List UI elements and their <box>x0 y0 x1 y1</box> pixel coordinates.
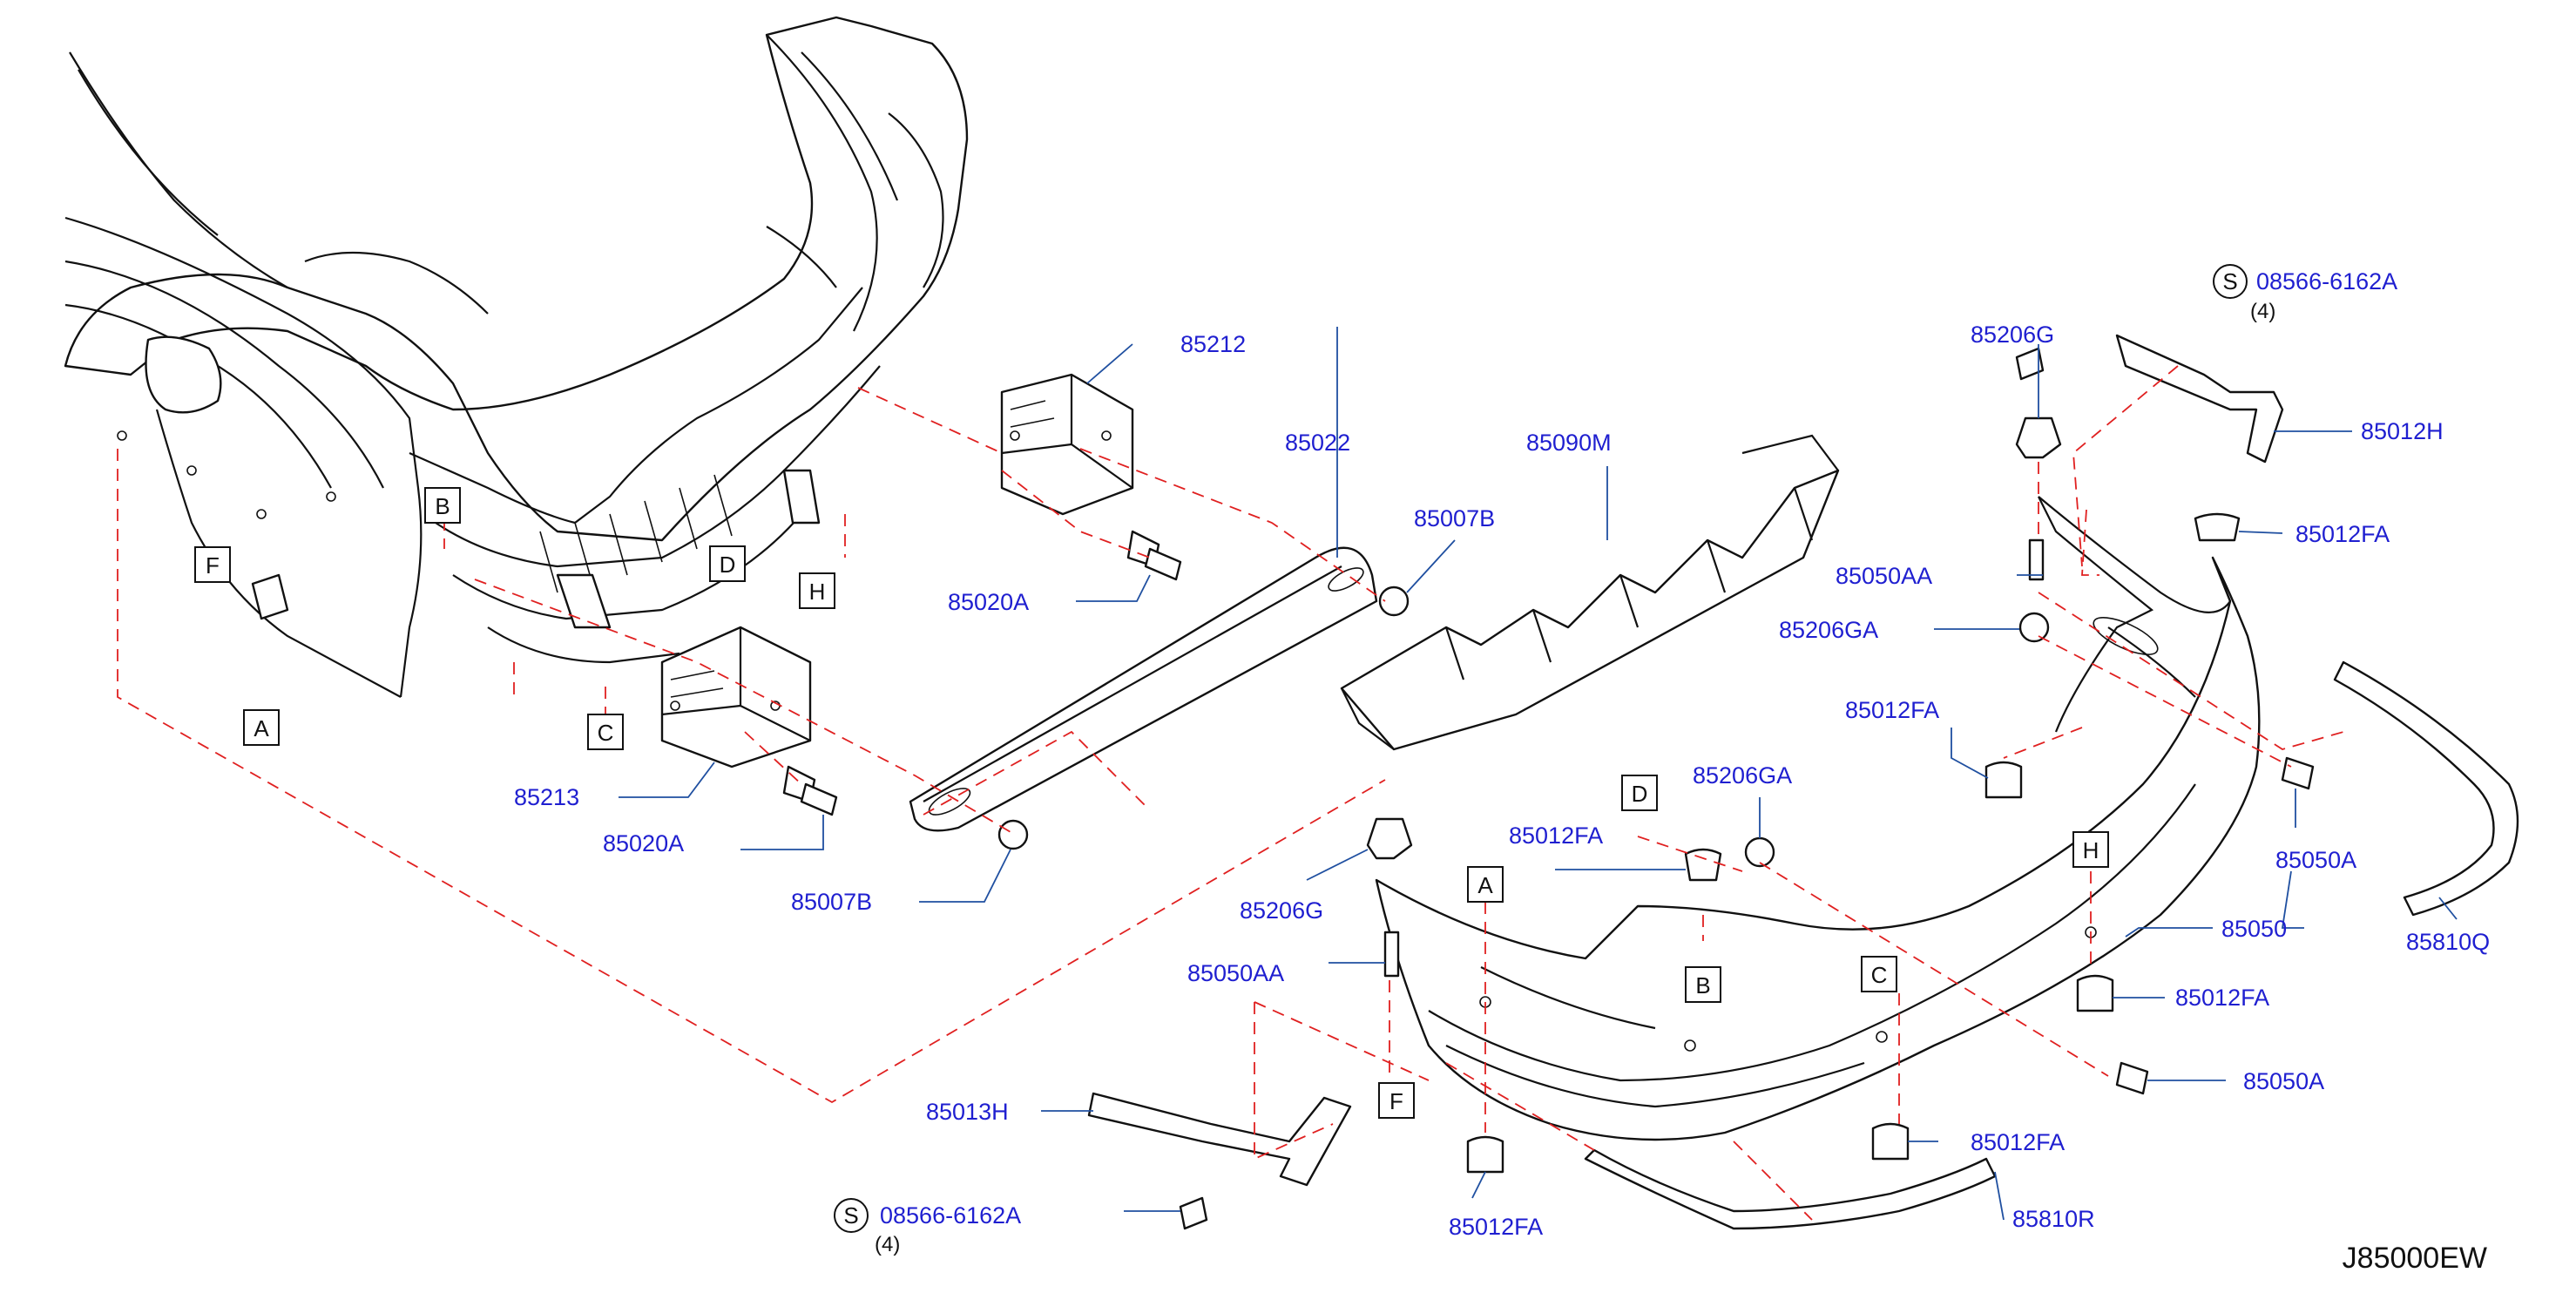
svg-text:S: S <box>2222 268 2237 294</box>
s-circle-icon <box>2213 264 2248 299</box>
callout-85090M: 85090M <box>1526 430 1612 456</box>
ref-box-F-left: F <box>194 546 231 583</box>
reinforcement-beam <box>909 546 1378 832</box>
callout-85020A-lower: 85020A <box>603 830 684 856</box>
svg-text:B: B <box>435 493 450 519</box>
ref-box-B-left: B <box>424 487 461 524</box>
ref-box-C-left: C <box>587 714 624 750</box>
callout-85810R: 85810R <box>2012 1206 2095 1232</box>
svg-text:F: F <box>1389 1088 1403 1114</box>
callout-85012FA-6: 85012FA <box>1449 1214 1543 1240</box>
nut-85007B-upper <box>1378 586 1410 617</box>
svg-text:D: D <box>720 552 736 578</box>
callout-85012FA-3: 85012FA <box>1509 823 1603 849</box>
grommet-85206GA-lower <box>1744 836 1775 868</box>
callout-85012H: 85012H <box>2361 418 2444 444</box>
callout-85810Q: 85810Q <box>2406 929 2490 955</box>
push-clip-85012FA-6 <box>1466 1135 1504 1174</box>
callout-85022: 85022 <box>1285 430 1350 456</box>
bolt-85050A-upper <box>2281 756 2315 790</box>
ref-box-A-left: A <box>243 709 280 746</box>
fasteners <box>782 347 2315 1230</box>
ref-box-H-right: H <box>2072 831 2109 868</box>
callout-85206G-lower: 85206G <box>1240 897 1323 924</box>
svg-text:08566-6162A: 08566-6162A <box>880 1202 1021 1229</box>
clip-85206G-upper <box>2015 416 2062 459</box>
callout-85206G-upper: 85206G <box>1971 322 2054 348</box>
callout-85050AA-upper: 85050AA <box>1836 563 1932 589</box>
assembly-lines <box>117 365 2344 1221</box>
svg-text:08566-6162A: 08566-6162A <box>2256 268 2397 294</box>
callout-85213: 85213 <box>514 784 579 810</box>
callout-85007B-upper: 85007B <box>1414 505 1495 531</box>
side-bracket-85012H <box>2115 334 2284 464</box>
svg-text:H: H <box>809 579 826 605</box>
part-callouts: 85212 85022 85090M 85007B 85020A 85213 8… <box>514 322 2490 1240</box>
callout-85012FA-5: 85012FA <box>1971 1129 2065 1155</box>
callout-85050A-lower: 85050A <box>2243 1068 2324 1094</box>
callout-85007B-lower: 85007B <box>791 889 872 915</box>
rear-body-structure <box>64 16 969 698</box>
ref-box-C-right: C <box>1861 956 1897 992</box>
callout-85012FA-1: 85012FA <box>2295 521 2390 547</box>
side-bracket-85013H <box>1087 1092 1352 1187</box>
svg-text:(4): (4) <box>875 1233 900 1256</box>
callout-85050A-upper: 85050A <box>2275 847 2356 873</box>
ref-box-D-left: D <box>709 545 746 582</box>
screw-85050AA-lower <box>1383 931 1400 978</box>
svg-text:B: B <box>1695 972 1710 999</box>
s-circle-icon <box>834 1198 869 1233</box>
svg-text:(4): (4) <box>2250 300 2275 323</box>
rear-bumper-fascia <box>1375 496 2261 1141</box>
s-callout-lower: S 08566-6162A (4) <box>834 1198 1021 1256</box>
grommet-85206GA-upper <box>2018 612 2050 643</box>
bumper-bracket-upper <box>1000 373 1134 516</box>
callout-85020A-upper: 85020A <box>948 589 1029 615</box>
diagram-code: J85000EW <box>2343 1242 2487 1275</box>
svg-text:H: H <box>2083 837 2099 863</box>
ref-box-B-right: B <box>1685 966 1721 1003</box>
ref-box-A-right: A <box>1467 866 1504 903</box>
push-clip-85012FA-1 <box>2194 512 2241 542</box>
svg-text:C: C <box>598 720 614 746</box>
ref-box-H-left: H <box>799 572 835 609</box>
push-clip-85012FA-5 <box>1871 1122 1910 1161</box>
callout-85013H: 85013H <box>926 1099 1009 1125</box>
callout-85050AA-lower: 85050AA <box>1187 960 1284 986</box>
svg-text:A: A <box>254 715 269 741</box>
svg-text:S: S <box>843 1202 858 1229</box>
bolt-85020A-upper <box>1126 530 1182 581</box>
callout-85012FA-4: 85012FA <box>2175 985 2269 1011</box>
s-bolt-upper <box>2015 347 2045 381</box>
reflector-strip-left <box>1584 1148 1997 1230</box>
callout-85050: 85050 <box>2221 916 2287 942</box>
push-clip-85012FA-2 <box>1984 761 2023 799</box>
callout-85206GA-upper: 85206GA <box>1779 617 1878 643</box>
ref-box-D-right: D <box>1621 775 1658 811</box>
bolt-85020A-lower <box>782 765 838 816</box>
svg-text:A: A <box>1477 872 1493 898</box>
push-clip-85012FA-4 <box>2076 974 2114 1012</box>
callout-85012FA-2: 85012FA <box>1845 697 1939 723</box>
clip-85206G-lower <box>1366 817 1413 860</box>
nut-85007B-lower <box>997 819 1029 850</box>
leader-lines <box>619 327 2458 1221</box>
energy-absorber <box>1340 434 1840 751</box>
callout-85206GA-lower: 85206GA <box>1693 762 1792 789</box>
ref-box-F-right: F <box>1378 1082 1415 1119</box>
svg-text:F: F <box>206 552 220 579</box>
s-callout-upper: S 08566-6162A (4) <box>2213 264 2397 323</box>
bumper-bracket-lower <box>660 626 812 768</box>
screw-85050AA-upper <box>2028 538 2045 581</box>
bolt-85050A-lower <box>2115 1061 2149 1095</box>
svg-text:C: C <box>1871 962 1888 988</box>
push-clip-85012FA-3 <box>1684 848 1722 882</box>
svg-text:D: D <box>1632 781 1648 807</box>
s-bolt-lower <box>1179 1196 1208 1230</box>
reflector-strip-right <box>2333 660 2519 917</box>
callout-85212: 85212 <box>1180 331 1246 357</box>
